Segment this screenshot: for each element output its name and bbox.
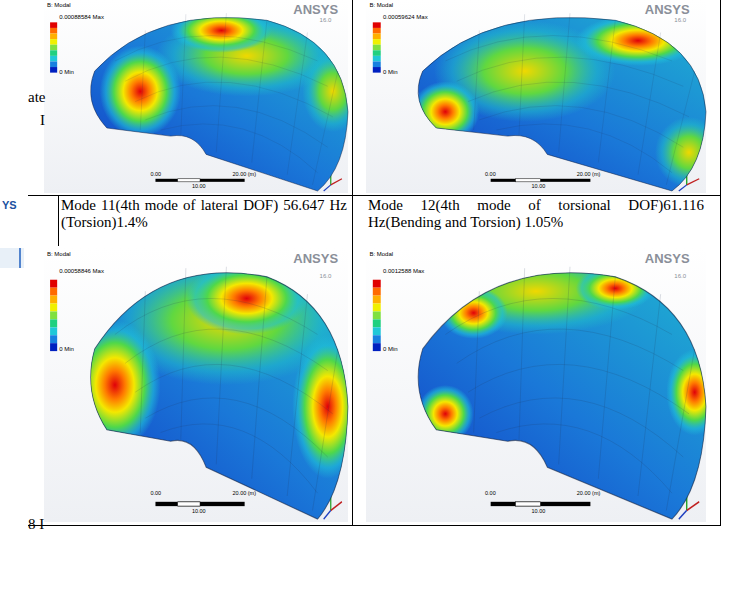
software-logo: ANSYS	[645, 3, 690, 17]
legend-min: 0 Min	[59, 69, 74, 76]
scale-value: 20.00 (m)	[577, 490, 601, 496]
cut-figure	[0, 248, 24, 268]
scale-value: 0.00	[485, 490, 496, 496]
software-version: 16.0	[674, 273, 686, 280]
table-rules	[28, 0, 721, 526]
plot-title: B: Modal	[369, 251, 393, 258]
mode-11-plot	[44, 248, 363, 522]
software-version: 16.0	[320, 273, 332, 280]
legend-max: 0.00088584 Max	[59, 14, 104, 21]
legend-min: 0 Min	[59, 346, 74, 353]
scale-value: 20.00 (m)	[233, 490, 257, 496]
mode-10-plot	[366, 0, 723, 193]
legend-min: 0 Min	[383, 346, 398, 353]
plot-title: B: Modal	[369, 2, 393, 9]
cut-text: ate	[28, 89, 45, 106]
software-version: 16.0	[320, 17, 332, 24]
scale-value: 20.00 (m)	[577, 171, 601, 177]
software-logo: ANSYS	[645, 252, 690, 266]
figure-caption: Mode 12(4th mode of torsional DOF)61.116…	[368, 197, 704, 231]
legend-max: 0.00059624 Max	[383, 14, 428, 21]
plot-title: B: Modal	[47, 251, 71, 258]
scale-value: 0.00	[485, 171, 496, 177]
scale-value: 10.00	[192, 183, 206, 189]
scale-value: 10.00	[532, 508, 546, 514]
cut-text: I	[40, 112, 45, 129]
plot-title: B: Modal	[47, 2, 71, 9]
scale-value: 0.00	[150, 171, 161, 177]
figure-caption: Mode 11(4th mode of lateral DOF) 56.647 …	[61, 197, 347, 231]
software-logo: ANSYS	[293, 252, 338, 266]
legend-max: 0.00058846 Max	[59, 268, 104, 275]
cut-text: 8 I	[28, 516, 44, 533]
legend-max: 0.0012588 Max	[383, 268, 424, 275]
mode-9-plot	[44, 0, 363, 193]
scale-value: 10.00	[192, 508, 206, 514]
mode-12-plot	[366, 248, 723, 522]
scale-value: 10.00	[532, 183, 546, 189]
cut-logo: YS	[2, 199, 17, 211]
software-logo: ANSYS	[293, 3, 338, 17]
software-version: 16.0	[674, 17, 686, 24]
scale-value: 20.00 (m)	[233, 171, 257, 177]
legend-min: 0 Min	[383, 69, 398, 76]
scale-value: 0.00	[150, 490, 161, 496]
